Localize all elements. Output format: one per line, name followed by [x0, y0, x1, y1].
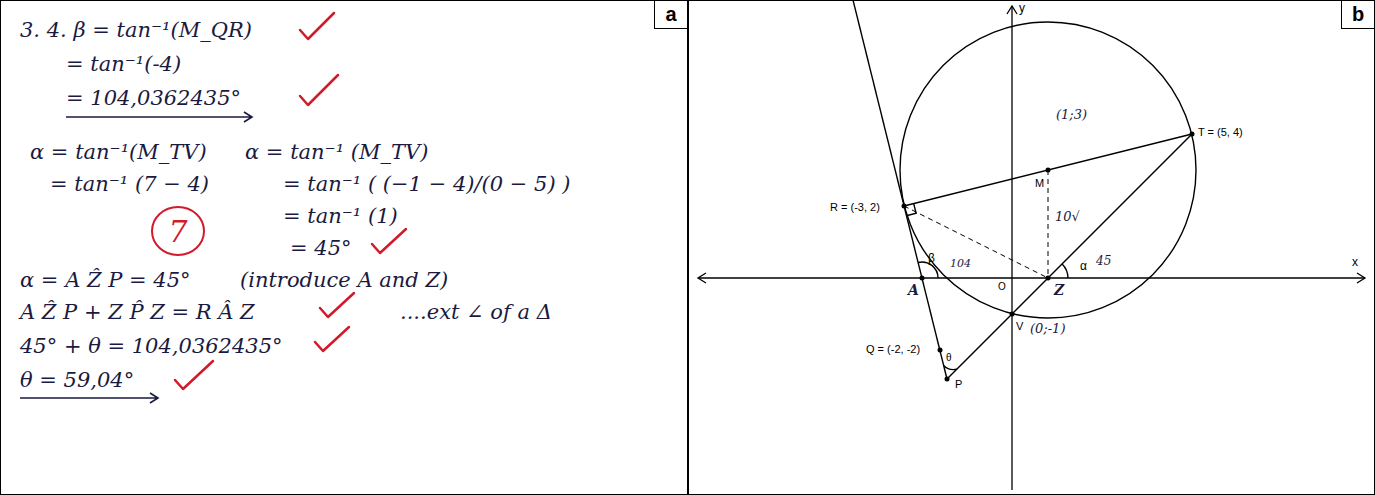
- panel-letter: a: [654, 0, 688, 29]
- point-dot: [920, 276, 925, 281]
- tick-mark: [175, 13, 406, 389]
- coordinate-axes: [698, 6, 1365, 490]
- axis-label: y: [1019, 2, 1025, 16]
- handwritten-point: A: [908, 282, 919, 298]
- geometry-lines: [904, 206, 1048, 278]
- working-line: = tan⁻¹ (7 − 4): [50, 172, 209, 196]
- underline-arrow: [20, 112, 252, 403]
- working-line: A Ẑ P + Z P̂ Z = R Â Z: [20, 300, 255, 324]
- working-line: α = tan⁻¹ (M_TV): [245, 140, 428, 164]
- working-line: = 104,0362435°: [66, 86, 241, 110]
- circled-mark: 7: [150, 205, 206, 257]
- angle-label: θ: [946, 352, 952, 364]
- panel-letter: b: [1341, 0, 1375, 29]
- point-dot: [938, 348, 943, 353]
- coordinate-axes: [698, 277, 1365, 278]
- geometry-lines: [944, 365, 957, 369]
- handwritten-note: (1;3): [1056, 108, 1087, 123]
- circle-outline: [152, 207, 204, 255]
- point-label: T = (5, 4): [1198, 126, 1243, 139]
- coordinate-axes: [1357, 273, 1365, 283]
- handwritten-point: Z: [1054, 282, 1064, 298]
- node-text: b: [1352, 3, 1364, 26]
- working-line: = tan⁻¹ (1): [283, 204, 398, 228]
- point-label: V: [1016, 320, 1023, 333]
- point-dot: [1010, 312, 1015, 317]
- point-dot: [1190, 132, 1195, 137]
- angle-label: α: [1080, 260, 1087, 274]
- geometry-lines: [904, 134, 1192, 206]
- tick-mark: [175, 361, 213, 389]
- working-line: = tan⁻¹(-4): [66, 52, 181, 76]
- working-note: (introduce A and Z): [240, 268, 448, 292]
- angle-label: β: [928, 252, 935, 266]
- working-line: 3. 4. β = tan⁻¹(M_QR): [20, 18, 252, 42]
- geometry-lines: [1062, 264, 1068, 278]
- point-dot: [945, 377, 950, 382]
- tick-mark: [315, 327, 349, 351]
- underline-arrow: [66, 112, 252, 122]
- geometry-lines: [853, 0, 1196, 379]
- point-label: R = (-3, 2): [830, 201, 880, 214]
- geometry-lines: [1048, 170, 1049, 278]
- handwritten-note: 10√: [1055, 210, 1080, 225]
- handwritten-note: 104: [950, 258, 971, 271]
- tick-mark: [372, 229, 406, 253]
- geometry-lines: [853, 0, 947, 379]
- node-text: a: [665, 3, 676, 26]
- point-dot: [1046, 276, 1051, 281]
- coordinate-axes: [1011, 6, 1012, 490]
- working-line: = 45°: [290, 236, 352, 260]
- handwritten-note: (0;-1): [1030, 322, 1065, 337]
- underline-arrow: [20, 393, 158, 403]
- coordinate-axes: [698, 273, 706, 283]
- geometry-lines: [947, 134, 1192, 379]
- working-note: ....ext ∠ of a Δ: [400, 300, 552, 324]
- origin-label: O: [998, 281, 1006, 293]
- point-dot: [902, 132, 1195, 382]
- point-label: P: [955, 378, 962, 391]
- working-line: α = A Ẑ P = 45°: [20, 268, 191, 292]
- handwritten-note: 45: [1096, 255, 1111, 269]
- geometry-lines: [906, 204, 916, 216]
- point-label: Q = (-2, -2): [866, 343, 920, 356]
- axis-label: x: [1352, 256, 1358, 270]
- point-dot: [902, 204, 907, 209]
- point-dot: [1046, 168, 1051, 173]
- tick-mark: [300, 75, 338, 105]
- working-line: α = tan⁻¹(M_TV): [30, 140, 207, 164]
- working-line: = tan⁻¹ ( (−1 − 4)/(0 − 5) ): [283, 172, 570, 196]
- geometry-lines: [900, 22, 1196, 318]
- point-label: M: [1035, 177, 1044, 190]
- panel-frame: [689, 1, 1375, 495]
- working-answer: θ = 59,04°: [20, 368, 134, 392]
- node-text: 7: [168, 214, 187, 249]
- panel-frame: [1, 1, 688, 495]
- coordinate-axes: [1007, 6, 1017, 14]
- tick-mark: [320, 293, 354, 317]
- tick-mark: [300, 13, 334, 39]
- working-line: 45° + θ = 104,0362435°: [20, 334, 283, 358]
